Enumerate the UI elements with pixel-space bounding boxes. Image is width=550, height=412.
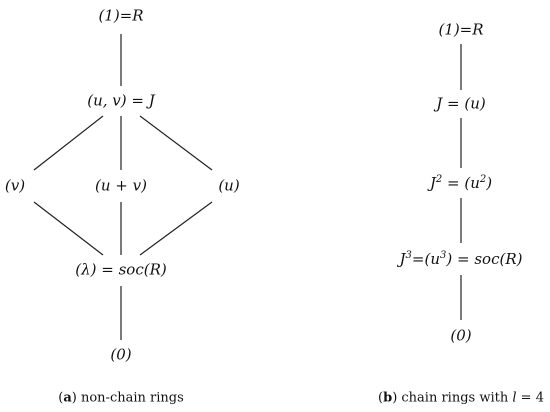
node-b-3-mid: = (u xyxy=(442,174,480,192)
node-b-3-pre: J xyxy=(429,174,436,192)
node-b-4-sup2: 3 xyxy=(440,250,447,261)
node-a-bottom: (0) xyxy=(110,345,132,364)
caption-a: (a) non-chain rings xyxy=(58,390,184,406)
node-b-3: J2 = (u2) xyxy=(430,175,492,191)
edge-upper-right xyxy=(139,115,213,171)
node-a-bottom-label: (0) xyxy=(110,345,132,364)
node-a-upper: (u, v) = J xyxy=(87,91,155,110)
node-a-lower-label: (λ) = soc(R) xyxy=(75,260,167,279)
node-b-3-sup2: 2 xyxy=(479,174,487,185)
node-b-1-label: (1)=R xyxy=(438,20,484,39)
edge-right-lower xyxy=(139,201,213,256)
node-a-middle-label: (u + v) xyxy=(95,176,147,195)
node-b-4: J3=(u3) = soc(R) xyxy=(400,251,523,267)
node-b-2-label: J = (u) xyxy=(436,94,486,113)
node-a-left: (v) xyxy=(4,176,26,195)
node-b-3-sup: 2 xyxy=(435,174,443,185)
caption-b-text: chain rings with xyxy=(397,390,513,406)
edge-upper-left xyxy=(33,115,104,171)
node-a-top: (1)=R xyxy=(98,6,144,25)
caption-b-letter: b xyxy=(383,390,393,406)
node-a-right: (u) xyxy=(218,176,240,195)
node-b-4-pre: J xyxy=(399,250,406,268)
node-a-lower: (λ) = soc(R) xyxy=(75,260,167,279)
edge-left-lower xyxy=(33,201,104,256)
node-b-3-post: ) xyxy=(486,174,493,192)
caption-a-text: non-chain rings xyxy=(76,390,184,406)
node-a-left-label: (v) xyxy=(4,176,26,195)
node-b-2: J = (u) xyxy=(436,94,486,113)
node-a-upper-label: (u, v) = J xyxy=(87,91,155,110)
node-b-4-mid: =(u xyxy=(411,250,441,268)
node-a-middle: (u + v) xyxy=(95,176,147,195)
caption-b-var: l xyxy=(512,390,517,406)
node-b-5: (0) xyxy=(450,326,472,345)
caption-a-letter: a xyxy=(63,390,72,406)
node-b-5-label: (0) xyxy=(450,326,472,345)
caption-b-eq: = 4 xyxy=(516,390,544,406)
caption-b: (b) chain rings with l = 4 xyxy=(378,390,544,406)
node-b-4-post: ) = soc(R) xyxy=(446,250,523,268)
node-a-top-label: (1)=R xyxy=(98,6,144,25)
node-b-1: (1)=R xyxy=(438,20,484,39)
node-b-4-sup: 3 xyxy=(405,250,412,261)
node-a-right-label: (u) xyxy=(218,176,240,195)
